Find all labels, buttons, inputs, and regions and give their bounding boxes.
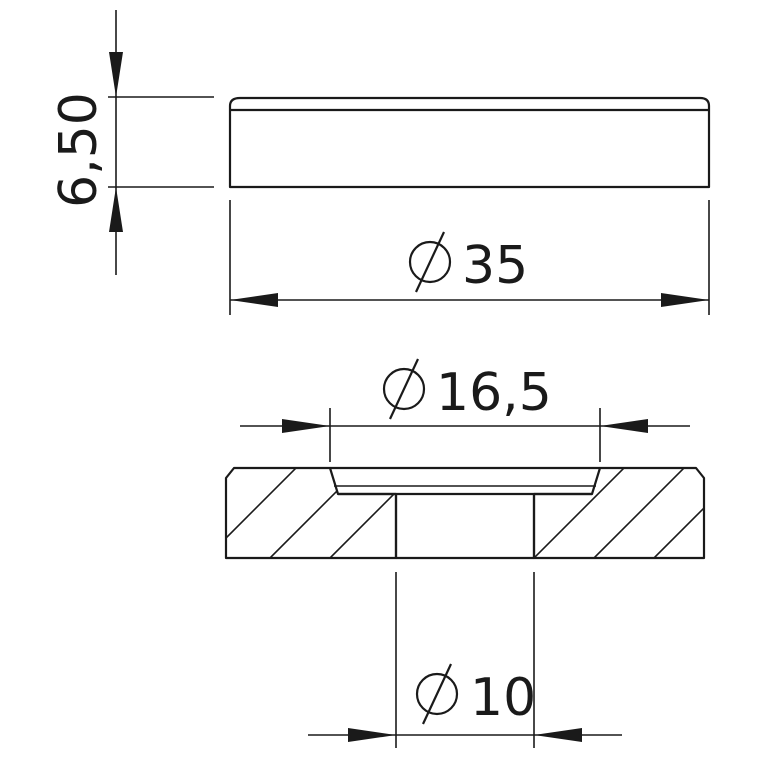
outer-diameter-arrow-right bbox=[661, 293, 709, 307]
bore-arrow-right bbox=[534, 728, 582, 742]
countersink-arrow-right bbox=[600, 419, 648, 433]
thickness-arrow-top bbox=[109, 52, 123, 97]
diameter-symbol-icon bbox=[382, 358, 426, 420]
countersink-diameter-label: 16,5 bbox=[436, 363, 552, 423]
bore-diameter-dimension: 10 bbox=[308, 572, 622, 748]
thickness-label: 6,50 bbox=[49, 92, 109, 208]
bore-arrow-left bbox=[348, 728, 396, 742]
side-view bbox=[228, 96, 711, 189]
thickness-dimension: 6,50 bbox=[49, 10, 214, 275]
outer-diameter-label: 35 bbox=[462, 236, 528, 296]
diameter-symbol-icon bbox=[408, 231, 452, 293]
diameter-symbol-icon bbox=[415, 663, 459, 725]
thickness-arrow-bottom bbox=[109, 187, 123, 232]
outer-diameter-dimension: 35 bbox=[229, 200, 710, 315]
washer-side-outline bbox=[228, 96, 711, 189]
countersink-diameter-dimension: 16,5 bbox=[240, 358, 690, 462]
hatching-right bbox=[534, 468, 704, 558]
section-right-half bbox=[532, 466, 706, 560]
countersink-arrow-left bbox=[282, 419, 330, 433]
bore-diameter-label: 10 bbox=[470, 668, 536, 728]
section-view bbox=[224, 466, 706, 560]
outer-diameter-arrow-left bbox=[230, 293, 278, 307]
